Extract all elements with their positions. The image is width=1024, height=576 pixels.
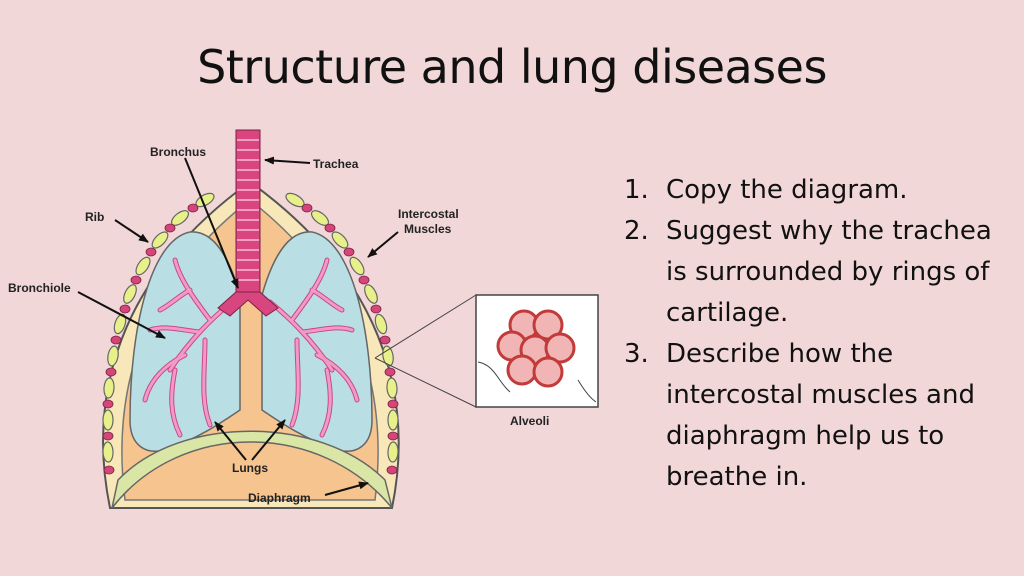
task-text: Suggest why the trachea is surrounded by… — [666, 216, 992, 328]
alveoli-inset — [374, 294, 599, 408]
slide-title: Structure and lung diseases — [197, 40, 827, 94]
task-item: 1. Copy the diagram. — [624, 170, 1014, 211]
label-bronchus: Bronchus — [150, 145, 206, 159]
lungs — [129, 231, 373, 452]
lung-diagram: Bronchus Trachea Rib Intercostal Muscles… — [8, 129, 599, 509]
label-lungs: Lungs — [232, 461, 268, 475]
task-list: 1. Copy the diagram. 2. Suggest why the … — [624, 170, 1014, 498]
task-item: 2. Suggest why the trachea is surrounded… — [624, 211, 1014, 334]
label-alveoli: Alveoli — [510, 414, 549, 428]
label-trachea: Trachea — [313, 157, 359, 171]
task-number: 1. — [624, 175, 649, 205]
label-intercostal-line2: Muscles — [404, 222, 452, 236]
label-intercostal-line1: Intercostal — [398, 207, 459, 221]
label-rib: Rib — [85, 210, 104, 224]
label-bronchiole: Bronchiole — [8, 281, 71, 295]
task-text: Describe how the intercostal muscles and… — [666, 339, 975, 492]
diaphragm — [111, 430, 393, 509]
task-item: 3. Describe how the intercostal muscles … — [624, 334, 1014, 498]
trachea — [217, 129, 279, 317]
task-number: 3. — [624, 339, 649, 369]
task-text: Copy the diagram. — [666, 175, 908, 205]
label-diaphragm: Diaphragm — [248, 491, 311, 505]
task-number: 2. — [624, 216, 649, 246]
